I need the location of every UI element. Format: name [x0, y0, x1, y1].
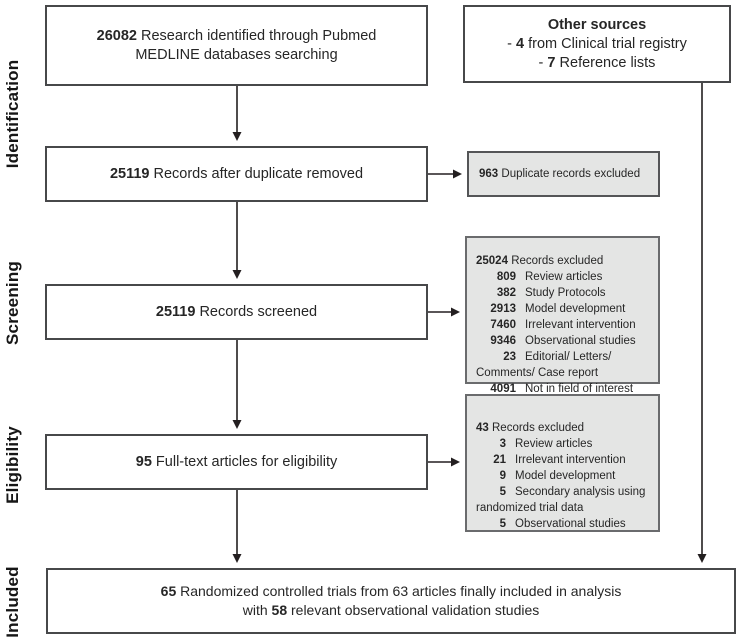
flow-box-identified: 26082 Research identified through Pubmed…: [45, 5, 428, 86]
exclusion-reason: Irrelevant intervention: [515, 454, 626, 466]
eligibility-excluded-count: 43: [476, 422, 489, 434]
exclusion-count: 382: [496, 287, 516, 299]
exclusion-row: 21 Irrelevant intervention: [476, 452, 652, 468]
other-source-count: 4: [516, 35, 525, 52]
exclusion-count: 809: [496, 271, 516, 283]
exclusion-row: 4091 Not in field of interest: [476, 381, 652, 397]
exclusion-row: 23 Editorial/ Letters/: [476, 349, 652, 365]
exclusion-count: 23: [503, 351, 516, 363]
dash: -: [507, 35, 512, 52]
exclusion-count: 5: [499, 486, 506, 498]
exclusion-count: 9346: [490, 335, 516, 347]
exclusion-row: 809 Review articles: [476, 269, 652, 285]
screening-exclusion-header: 25024 Records excluded: [476, 253, 652, 269]
flow-box-other-sources: Other sources - 4 from Clinical trial re…: [463, 5, 731, 83]
screening-excluded-label: Records excluded: [511, 255, 604, 267]
duplicates-excluded-text: 963 Duplicate records excluded: [479, 166, 640, 182]
screening-excluded-count: 25024: [476, 255, 508, 267]
fulltext-label: Full-text articles for eligibility: [155, 453, 338, 470]
exclusion-row: 2913 Model development: [476, 301, 652, 317]
exclusion-reason: Model development: [525, 303, 626, 315]
stage-label-identification: Identification: [3, 59, 22, 169]
dash: -: [538, 54, 544, 71]
exclusion-count: 9: [499, 470, 506, 482]
exclusion-row: 5 Observational studies: [476, 516, 652, 532]
screened-label: Records screened: [199, 303, 318, 320]
other-source-label: Reference lists: [559, 54, 656, 71]
exclusion-box-screening: 25024 Records excluded 809 Review article…: [465, 236, 660, 395]
exclusion-reason: Model development: [515, 470, 616, 482]
screened-count: 25119: [155, 303, 196, 320]
exclusion-row-continuation: randomized trial data: [476, 502, 584, 514]
included-line2: with 58 relevant observational validatio…: [243, 601, 540, 620]
dedup-count: 25119: [109, 165, 150, 182]
included-line2-label: relevant observational validation studie…: [291, 602, 540, 618]
exclusion-count: 7460: [490, 319, 516, 331]
exclusion-row: 7460 Irrelevant intervention: [476, 317, 652, 333]
other-sources-title: Other sources: [547, 16, 647, 33]
exclusion-reason: Editorial/ Letters/: [525, 351, 612, 363]
included-line2-pre: with: [242, 602, 268, 618]
exclusion-count: 3: [499, 438, 506, 450]
identified-count: 26082: [96, 27, 137, 44]
eligibility-exclusion-header: 43 Records excluded: [476, 420, 652, 436]
included-line1-label: Randomized controlled trials from 63 art…: [180, 583, 622, 599]
exclusion-reason: Secondary analysis using: [515, 486, 646, 498]
included-rct-count: 65: [160, 583, 177, 599]
exclusion-count: 4091: [490, 383, 516, 395]
duplicates-label: Duplicate records excluded: [501, 168, 641, 180]
dedup-label: Records after duplicate removed: [153, 165, 364, 182]
exclusion-row: 5 Secondary analysis using: [476, 484, 652, 500]
flow-box-dedup: 25119 Records after duplicate removed: [45, 146, 428, 202]
included-line1: 65 Randomized controlled trials from 63 …: [161, 582, 622, 601]
stage-label-included: Included: [3, 566, 22, 638]
exclusion-reason: Review articles: [515, 438, 593, 450]
flow-box-screened: 25119 Records screened: [45, 284, 428, 340]
exclusion-reason: Not in field of interest: [525, 383, 634, 395]
exclusion-reason: Observational studies: [515, 518, 626, 530]
flow-box-identified-text: 26082 Research identified through Pubmed…: [75, 27, 398, 65]
exclusion-reason: Irrelevant intervention: [525, 319, 636, 331]
flow-box-fulltext: 95 Full-text articles for eligibility: [45, 434, 428, 490]
exclusion-row: 382 Study Protocols: [476, 285, 652, 301]
other-sources-item: - 4 from Clinical trial registry: [507, 35, 687, 54]
exclusion-reason: Review articles: [525, 271, 603, 283]
flow-box-screened-text: 25119 Records screened: [156, 303, 317, 322]
exclusion-row: 9346 Observational studies: [476, 333, 652, 349]
exclusion-row-continuation: Comments/ Case report: [476, 367, 599, 379]
exclusion-box-eligibility: 43 Records excluded 3 Review articles 21 I…: [465, 394, 660, 532]
other-source-count: 7: [547, 54, 556, 71]
exclusion-row: 9 Model development: [476, 468, 652, 484]
flow-box-fulltext-text: 95 Full-text articles for eligibility: [136, 453, 337, 472]
exclusion-reason: Study Protocols: [525, 287, 606, 299]
duplicates-count: 963: [479, 168, 499, 180]
exclusion-row: 3 Review articles: [476, 436, 652, 452]
exclusion-count: 2913: [490, 303, 516, 315]
exclusion-count: 21: [493, 454, 506, 466]
exclusion-box-duplicates: 963 Duplicate records excluded: [467, 151, 660, 197]
other-sources-item: - 7 Reference lists: [539, 54, 656, 73]
identified-label: Research identified through Pubmed MEDLI…: [135, 27, 377, 63]
other-source-label: from Clinical trial registry: [528, 35, 687, 52]
flow-box-dedup-text: 25119 Records after duplicate removed: [110, 165, 363, 184]
eligibility-excluded-label: Records excluded: [492, 422, 585, 434]
exclusion-reason: Observational studies: [525, 335, 636, 347]
exclusion-count: 5: [499, 518, 506, 530]
included-validation-count: 58: [271, 602, 288, 618]
fulltext-count: 95: [135, 453, 152, 470]
flow-box-included: 65 Randomized controlled trials from 63 …: [46, 568, 736, 634]
